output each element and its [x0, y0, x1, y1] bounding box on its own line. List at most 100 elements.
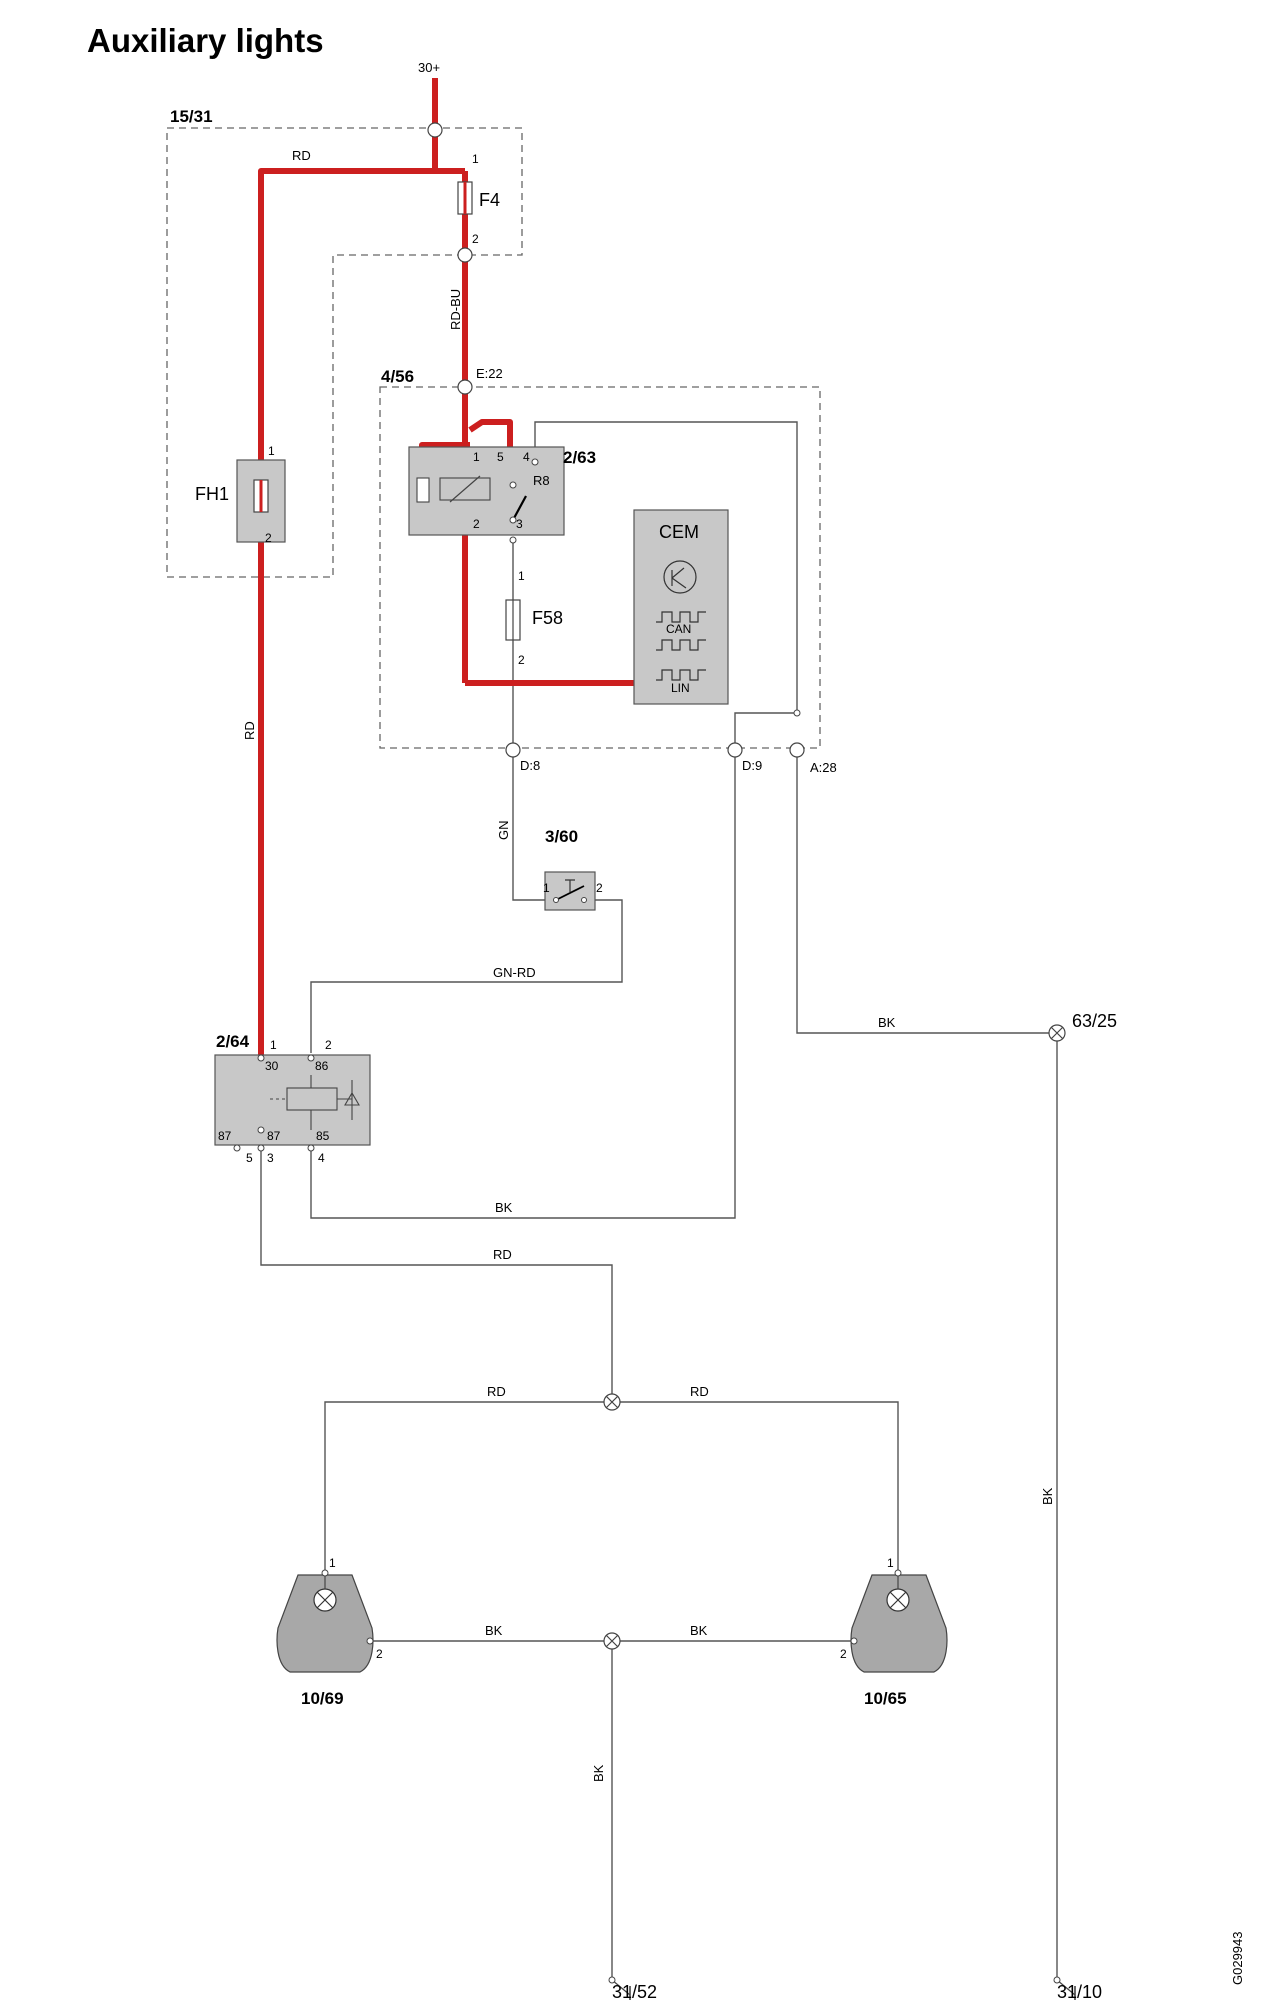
wire-label-bk-right: BK: [1040, 1487, 1055, 1505]
r8-pin-4: 4: [523, 450, 530, 464]
power-wires: [251, 78, 634, 1121]
wire-label-bk-down: BK: [591, 1764, 606, 1782]
r8-pin3-terminal: [509, 536, 517, 544]
relay-aux-pin-1: 1: [270, 1038, 277, 1052]
lamp-right-id: 10/65: [864, 1689, 907, 1708]
fusible-link-label: FH1: [195, 484, 229, 504]
cem-transistor-icon: [663, 560, 697, 594]
r8-coil: [439, 477, 491, 501]
r8-coil-resistor: [416, 477, 430, 503]
wire-label-gn-rd: GN-RD: [493, 965, 536, 980]
switch-pin-2: 2: [596, 881, 603, 895]
supply-label: 30+: [418, 60, 440, 75]
relay-r8-id: 2/63: [563, 448, 596, 467]
r8-coil-diagonal: [449, 475, 481, 503]
ground-point-label: 63/25: [1072, 1011, 1117, 1031]
r8-pin4-terminal: [531, 458, 539, 466]
fuse-box-id: 15/31: [170, 107, 213, 126]
fh1-pin-2: 2: [265, 531, 272, 545]
wire-label-rd-vertical: RD: [242, 721, 257, 740]
wire-label-rd-right: RD: [690, 1384, 709, 1399]
wire-label-rd-top: RD: [292, 148, 311, 163]
switch-pin-1-dot: [553, 897, 559, 903]
can-signal-icon: [656, 611, 706, 623]
cem-connector-d8: [505, 742, 521, 758]
wire-label-rd-relay: RD: [493, 1247, 512, 1262]
relay-aux: [214, 1054, 371, 1146]
cem-connector-e22: [457, 379, 473, 395]
switch-pin-1: 1: [543, 881, 550, 895]
fuse-f58-label: F58: [532, 608, 563, 628]
relay-aux-pin1-terminal: [257, 1054, 265, 1062]
r8-pin-5: 5: [497, 450, 504, 464]
fuse-f4-label: F4: [479, 190, 500, 210]
ground-symbol-left: [608, 1976, 631, 2000]
lamp-right: [850, 1569, 948, 1673]
relay-aux-pin4-terminal: [307, 1144, 315, 1152]
switch-actuator: [565, 879, 575, 892]
r8-pin-3: 3: [516, 517, 523, 531]
relay-aux-pin5-terminal: [233, 1144, 241, 1152]
can-signal-icon-2: [656, 639, 706, 651]
lamp-left: [276, 1569, 374, 1673]
connector-d8-label: D:8: [520, 758, 540, 773]
wire-label-rd-bu: RD-BU: [448, 289, 463, 330]
ground-symbol-right: [1053, 1976, 1076, 2000]
relay-aux-pin3-terminal: [257, 1144, 265, 1152]
relay-aux-pin-5: 5: [246, 1151, 253, 1165]
cem-box-id: 4/56: [381, 367, 414, 386]
relay-aux-pin-30: 30: [265, 1059, 279, 1073]
thin-wires: [236, 421, 1058, 1980]
f58-pin-1: 1: [518, 569, 525, 583]
lamp-left-pin-2: 2: [376, 1647, 383, 1661]
wire-label-bk-ground: BK: [878, 1015, 896, 1030]
ground-right-label: 31/10: [1057, 1982, 1102, 2000]
relay-aux-pin-86: 86: [315, 1059, 329, 1073]
cem-transistor-symbol: [671, 567, 687, 589]
a28-junction: [793, 709, 801, 717]
f58-pin-2: 2: [518, 653, 525, 667]
wire-label-gn: GN: [496, 821, 511, 841]
relay-aux-pin-2: 2: [325, 1038, 332, 1052]
relay-r8-name: R8: [533, 473, 550, 488]
cem-connector-d9: [727, 742, 743, 758]
relay-aux-pin-87a: 87: [218, 1129, 232, 1143]
relay-aux-pin-87b: 87: [267, 1129, 281, 1143]
splice-rd: [603, 1393, 621, 1411]
r8-pin-2: 2: [473, 517, 480, 531]
cem-unit: [633, 509, 729, 705]
cem-label: CEM: [659, 522, 699, 542]
connector-e22-label: E:22: [476, 366, 503, 381]
relay-r8: [408, 446, 565, 536]
r8-pin-1: 1: [473, 450, 480, 464]
drawing-number: G029943: [1230, 1932, 1245, 1986]
connector-d9-label: D:9: [742, 758, 762, 773]
lin-signal-icon: [656, 669, 706, 681]
connector-a28-label: A:28: [810, 760, 837, 775]
lamp-right-pin-1: 1: [887, 1556, 894, 1570]
wire-label-bk-relay: BK: [495, 1200, 513, 1215]
diagram-title: Auxiliary lights: [87, 22, 324, 59]
lamp-right-pin-2: 2: [840, 1647, 847, 1661]
relay-aux-pin2-terminal: [307, 1054, 315, 1062]
relay-aux-contact-87: [257, 1126, 265, 1134]
switch-contact: [555, 885, 585, 901]
f4-terminal: [457, 247, 473, 263]
lamp-left-pin-1: 1: [329, 1556, 336, 1570]
r8-contact-3: [509, 516, 517, 524]
relay-aux-pin-3: 3: [267, 1151, 274, 1165]
lamp-left-id: 10/69: [301, 1689, 344, 1708]
lin-label: LIN: [671, 681, 690, 695]
switch-id: 3/60: [545, 827, 578, 846]
r8-contact-4: [509, 481, 517, 489]
supply-terminal: [427, 122, 443, 138]
cem-boundary: [379, 386, 821, 749]
relay-aux-diode: [337, 1080, 360, 1120]
f4-pin-1: 1: [472, 152, 479, 166]
fuse-box-boundary: [166, 127, 523, 578]
switch-pin-2-dot: [581, 897, 587, 903]
relay-aux-pin-85: 85: [316, 1129, 330, 1143]
ground-left-label: 31/52: [612, 1982, 657, 2000]
can-label: CAN: [666, 622, 691, 636]
